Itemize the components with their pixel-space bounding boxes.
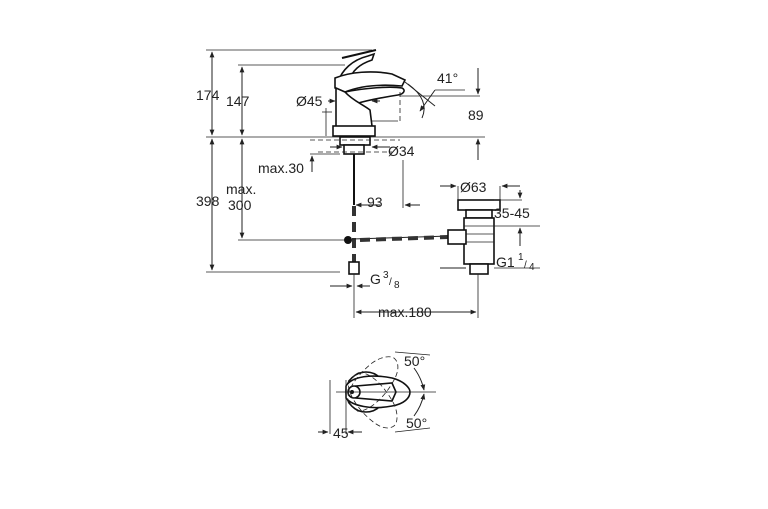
dim-max-hose-label: max. xyxy=(226,181,256,197)
dim-body-diameter: Ø45 xyxy=(296,93,323,109)
dim-max-deck: max.30 xyxy=(258,160,304,176)
faucet-top-view xyxy=(318,351,436,435)
svg-text:G1: G1 xyxy=(496,254,515,270)
faucet-side-view xyxy=(206,49,485,318)
dim-top-view-diameter: 45 xyxy=(333,425,349,441)
dim-rotation-down: 50° xyxy=(406,415,427,431)
svg-text:1: 1 xyxy=(518,252,524,263)
dim-depth-below: 398 xyxy=(196,193,220,209)
dim-waste-diameter: Ø63 xyxy=(460,179,487,195)
dim-waste-thread: G1 1 / 4 xyxy=(496,252,535,273)
svg-text:8: 8 xyxy=(394,280,400,291)
svg-text:G: G xyxy=(370,271,381,287)
dim-max-hose-value: 300 xyxy=(228,197,252,213)
dim-lever-angle: 41° xyxy=(437,70,458,86)
svg-text:4: 4 xyxy=(529,262,535,273)
dim-rotation-up: 50° xyxy=(404,353,425,369)
svg-text:/: / xyxy=(524,260,527,271)
svg-text:3: 3 xyxy=(383,270,389,281)
svg-text:/: / xyxy=(389,277,392,288)
dim-max-width: max.180 xyxy=(378,304,432,320)
dim-total-height: 174 xyxy=(196,87,220,103)
dim-supply-thread: G 3 / 8 xyxy=(370,270,400,291)
dim-tail-offset: 93 xyxy=(367,194,383,210)
pop-up-waste xyxy=(440,183,540,318)
dim-spout-height: 147 xyxy=(226,93,250,109)
dim-spout-reach: 89 xyxy=(468,107,484,123)
dim-waste-range: 35-45 xyxy=(494,205,530,221)
dim-hole-diameter: Ø34 xyxy=(388,143,415,159)
